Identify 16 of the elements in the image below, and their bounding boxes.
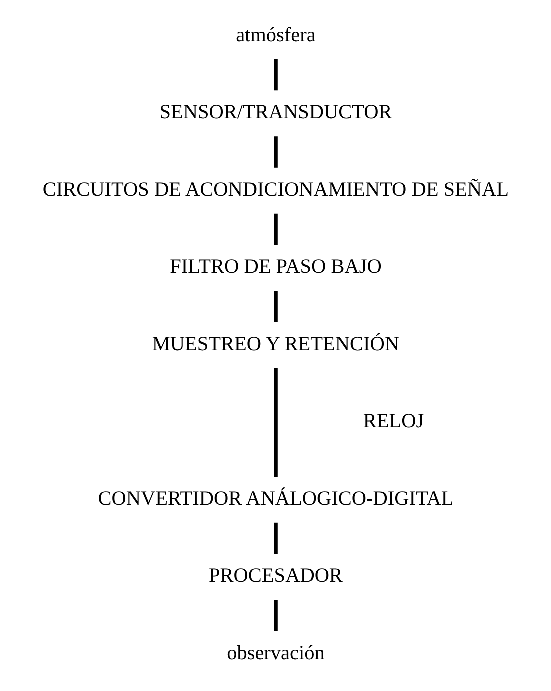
node-text: MUESTREO Y RETENCIÓN bbox=[152, 333, 400, 356]
connector bbox=[274, 136, 278, 168]
connector bbox=[274, 214, 278, 246]
node-text: CONVERTIDOR ANÁLOGICO-DIGITAL bbox=[98, 488, 454, 510]
node-text: FILTRO DE PASO BAJO bbox=[170, 256, 382, 278]
label: RELOJ bbox=[362, 410, 424, 433]
node-text: atmósfera bbox=[236, 24, 316, 46]
connector bbox=[274, 368, 278, 477]
node-text: CIRCUITOS DE ACONDICIONAMIENTO DE SEÑAL bbox=[42, 178, 509, 201]
connector bbox=[274, 600, 278, 632]
connector bbox=[274, 291, 278, 322]
connector bbox=[274, 59, 278, 91]
connector bbox=[274, 522, 278, 554]
node-text: SENSOR/TRANSDUCTOR bbox=[159, 102, 392, 124]
node-text: observación bbox=[226, 642, 324, 664]
node-text: PROCESADOR bbox=[208, 565, 342, 588]
